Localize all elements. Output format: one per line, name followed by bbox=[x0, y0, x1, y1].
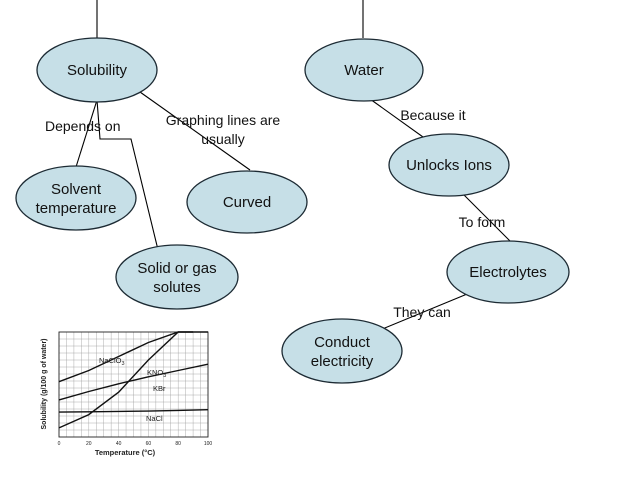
edge-solubility-to-solid-gas bbox=[96, 99, 161, 259]
edge-label-because-it: Because it bbox=[400, 107, 465, 123]
series-label-naclo3: NaClO3 bbox=[99, 356, 125, 367]
node-solid-or-gas-solutes[interactable]: Solid or gas solutes bbox=[115, 244, 239, 310]
x-tick-label: 100 bbox=[204, 441, 213, 447]
edge-label-to-form: To form bbox=[459, 214, 506, 230]
edge-solubility-to-solvent bbox=[75, 99, 98, 168]
node-solvent-temperature-line2: temperature bbox=[36, 200, 117, 217]
node-solubility[interactable]: Solubility bbox=[36, 37, 158, 103]
series-line-nacl bbox=[58, 409, 209, 413]
node-electrolytes[interactable]: Electrolytes bbox=[446, 240, 570, 304]
node-solid-gas-line2: solutes bbox=[153, 279, 201, 296]
node-curved[interactable]: Curved bbox=[186, 170, 308, 234]
chart-grid bbox=[59, 332, 208, 437]
chart-series bbox=[58, 331, 209, 429]
chart-y-axis-label: Solubility (g/100 g of water) bbox=[41, 338, 48, 429]
node-water-label: Water bbox=[344, 62, 383, 79]
series-label-kbr: KBr bbox=[153, 384, 166, 393]
edge-label-they-can: They can bbox=[393, 304, 451, 320]
x-tick-label: 20 bbox=[86, 441, 92, 447]
node-solid-gas-line1: Solid or gas bbox=[137, 260, 216, 277]
node-solvent-temperature-line1: Solvent bbox=[51, 181, 102, 198]
node-water[interactable]: Water bbox=[304, 38, 424, 102]
x-tick-label: 80 bbox=[175, 441, 181, 447]
edge-solubility-to-curved bbox=[139, 91, 251, 171]
solubility-chart: 0 20 40 60 80 100 Temperature (°C) Solubility… bbox=[41, 331, 213, 457]
chart-x-axis-label: Temperature (°C) bbox=[95, 448, 156, 457]
x-tick-label: 40 bbox=[116, 441, 122, 447]
series-line-kno3 bbox=[58, 331, 194, 429]
series-line-kbr bbox=[58, 363, 209, 401]
node-unlocks-ions-label: Unlocks Ions bbox=[406, 157, 492, 174]
edge-label-graphing-line2: usually bbox=[201, 131, 245, 147]
node-curved-label: Curved bbox=[223, 194, 271, 211]
node-solubility-label: Solubility bbox=[67, 62, 128, 79]
x-tick-label: 60 bbox=[146, 441, 152, 447]
x-tick-label: 0 bbox=[58, 441, 61, 447]
node-conduct-electricity[interactable]: Conduct electricity bbox=[281, 318, 403, 384]
edge-electrolytes-to-conduct bbox=[379, 291, 473, 331]
node-electrolytes-label: Electrolytes bbox=[469, 264, 547, 281]
edge-label-depends-on: Depends on bbox=[45, 118, 121, 134]
chart-frame bbox=[58, 331, 209, 438]
edge-label-graphing-line1: Graphing lines are bbox=[166, 112, 281, 128]
node-solvent-temperature[interactable]: Solvent temperature bbox=[15, 165, 137, 231]
node-conduct-line1: Conduct bbox=[314, 334, 371, 351]
edge-water-to-unlocks bbox=[369, 98, 431, 143]
chart-x-ticks: 0 20 40 60 80 100 bbox=[58, 441, 213, 447]
series-label-nacl: NaCl bbox=[146, 414, 163, 423]
node-unlocks-ions[interactable]: Unlocks Ions bbox=[388, 133, 510, 197]
node-conduct-line2: electricity bbox=[311, 353, 374, 370]
series-label-kno3: KNO3 bbox=[147, 368, 166, 379]
